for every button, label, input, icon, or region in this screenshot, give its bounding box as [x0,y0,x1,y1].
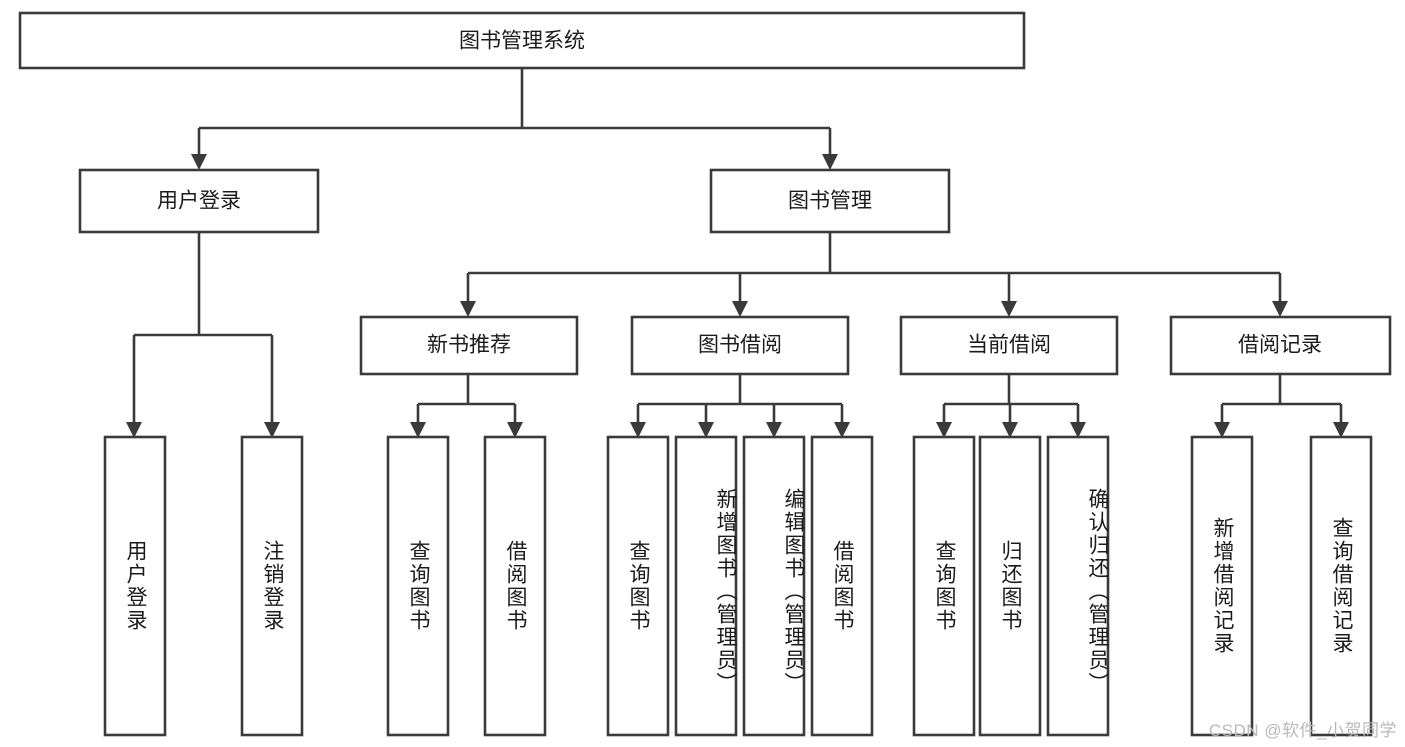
leaf-box-user-login-1[interactable] [103,435,167,737]
leaf-box-bb-1[interactable] [606,435,670,737]
leaf-box-cb-1[interactable] [912,435,976,737]
arrow-book-borrow [732,301,748,317]
node-book-management-label: 图书管理 [788,190,872,213]
arrow-bb-leaf3 [766,422,782,438]
arrow-leaf-user-login [126,422,142,438]
arrow-current-borrow [1001,301,1017,317]
arrow-nbr-leaf2 [507,422,523,438]
arrow-new-book-recommend [460,301,476,317]
leaf-box-nbr-1[interactable] [386,435,450,737]
leaf-box-br-2[interactable] [1309,435,1373,737]
node-new-book-recommend-label: 新书推荐 [427,334,511,357]
leaf-box-nbr-2[interactable] [483,435,547,737]
node-root-label: 图书管理系统 [459,30,585,53]
node-new-book-recommend-box[interactable] [359,315,579,376]
node-current-borrow-box[interactable] [899,315,1119,376]
arrow-user-login [191,154,207,170]
leaf-box-bb-4[interactable] [810,435,874,737]
leaf-box-cb-3[interactable] [1046,435,1110,737]
arrow-nbr-leaf1 [410,422,426,438]
connector-group [126,68,1349,438]
node-root-box[interactable] [18,11,1026,70]
node-book-management-box[interactable] [709,168,951,234]
leaf-box-bb-2[interactable] [674,435,738,737]
arrow-bb-leaf1 [630,422,646,438]
node-book-borrow-box[interactable] [630,315,850,376]
arrow-bb-leaf4 [834,422,850,438]
node-borrow-record-label: 借阅记录 [1238,334,1322,357]
arrow-bb-leaf2 [698,422,714,438]
node-box-group [18,11,1392,737]
node-current-borrow-label: 当前借阅 [967,334,1051,357]
arrow-br-leaf1 [1214,422,1230,438]
arrow-leaf-logout [264,422,280,438]
arrow-cb-leaf2 [1002,422,1018,438]
arrow-book-mgmt [822,154,838,170]
arrow-cb-leaf3 [1070,422,1086,438]
leaf-box-cb-2[interactable] [978,435,1042,737]
arrow-cb-leaf1 [936,422,952,438]
arrow-br-leaf2 [1333,422,1349,438]
node-label-group: 图书管理系统 用户登录 图书管理 新书推荐 图书借阅 当前借阅 借阅记录 [157,30,1322,357]
arrow-borrow-record [1272,301,1288,317]
node-user-login-label: 用户登录 [157,190,241,213]
node-borrow-record-box[interactable] [1169,315,1392,376]
leaf-box-bb-3[interactable] [742,435,806,737]
leaf-box-user-login-2[interactable] [240,435,304,737]
node-book-borrow-label: 图书借阅 [698,334,782,357]
node-user-login-box[interactable] [78,168,320,234]
leaf-box-br-1[interactable] [1190,435,1254,737]
